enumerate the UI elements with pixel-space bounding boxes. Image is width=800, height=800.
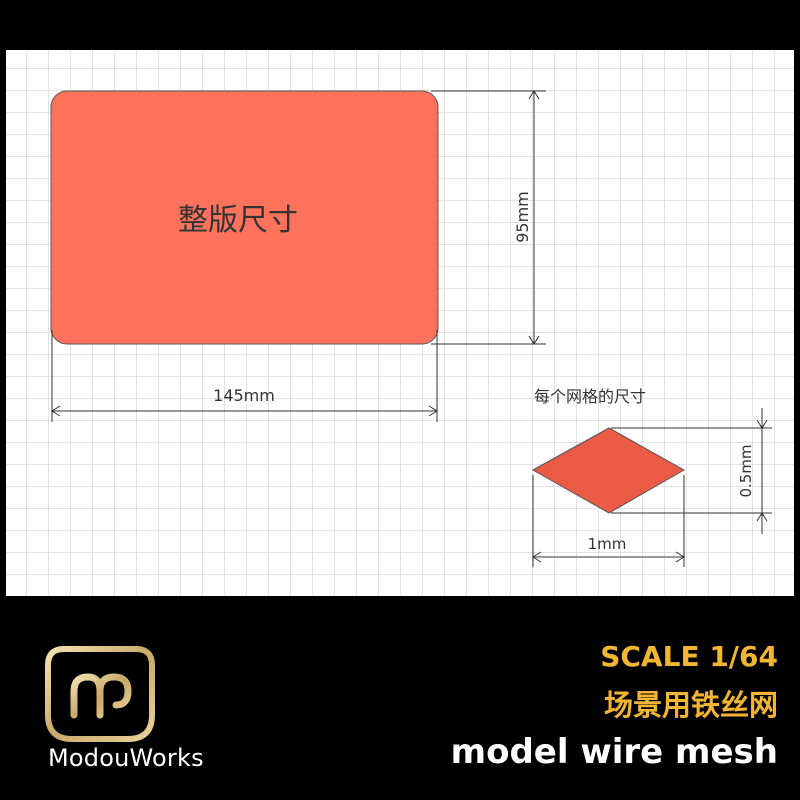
plate-label: 整版尺寸 xyxy=(178,203,298,238)
height-label: 95mm xyxy=(513,191,532,243)
product-name-english: model wire mesh xyxy=(450,732,778,772)
diagram-panel: 整版尺寸 145mm 95mm 每个网格的尺寸 1mm 0 xyxy=(6,50,794,596)
cell-height-arrow-bottom xyxy=(756,512,768,522)
height-arrow-top xyxy=(528,90,540,100)
product-name-chinese: 场景用铁丝网 xyxy=(603,688,778,722)
plate-rectangle xyxy=(50,90,439,345)
cell-size-title: 每个网格的尺寸 xyxy=(534,387,646,406)
cell-width-label: 1mm xyxy=(588,535,627,553)
width-arrow-left xyxy=(51,405,61,417)
cell-height-label: 0.5mm xyxy=(737,444,755,497)
mesh-cell-diamond xyxy=(531,427,686,514)
scale-label: SCALE 1/64 xyxy=(600,640,778,673)
cell-width-arrow-right xyxy=(675,551,685,563)
brand-name: ModouWorks xyxy=(48,744,204,772)
dimension-diagram: 整版尺寸 145mm 95mm 每个网格的尺寸 1mm 0 xyxy=(50,90,772,567)
cell-height-arrow-top xyxy=(756,419,768,429)
width-arrow-right xyxy=(428,405,438,417)
modouworks-logo-icon xyxy=(45,646,155,742)
width-label: 145mm xyxy=(213,386,275,405)
height-arrow-bottom xyxy=(528,335,540,345)
cell-width-arrow-left xyxy=(532,551,542,563)
